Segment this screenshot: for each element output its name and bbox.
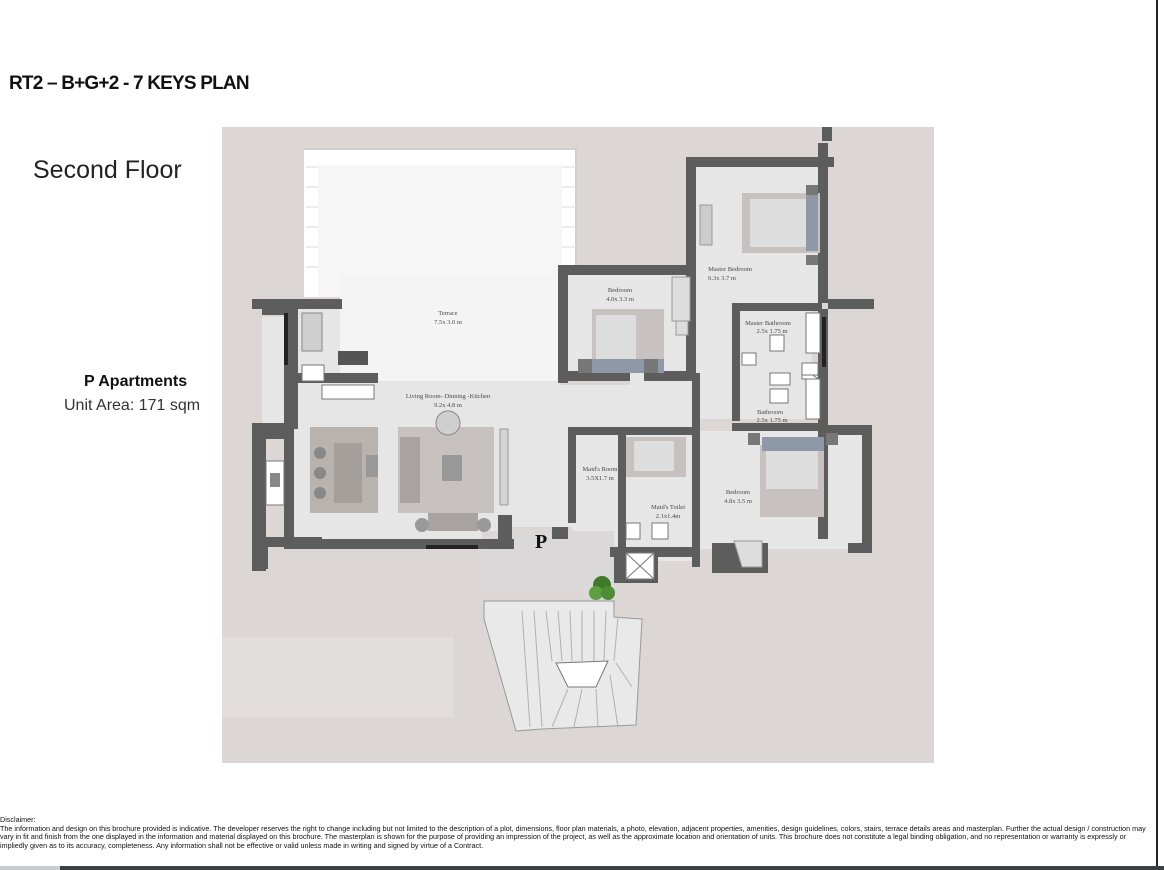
bedroom1-size: 4.0x 3.3 m xyxy=(606,296,634,303)
maids-room-name: Maid's Room xyxy=(583,466,618,473)
terrace-balcony xyxy=(304,148,577,297)
master-bathroom-name: Master Bathroom xyxy=(745,320,791,327)
furniture xyxy=(265,185,838,580)
master-bedroom-name: Master Bedroom xyxy=(708,266,752,273)
page-title: RT2 – B+G+2 - 7 KEYS PLAN xyxy=(9,73,250,94)
bedroom1-name: Bedroom xyxy=(608,287,632,294)
master-bedroom-size: 6.3x 3.7 m xyxy=(708,275,736,282)
maids-toilet-size: 2.1x1.4m xyxy=(656,513,681,520)
window-right-edge xyxy=(1156,0,1158,870)
apartment-area: Unit Area: 171 sqm xyxy=(64,397,201,414)
windows xyxy=(284,313,826,549)
maids-room-size: 3.5X1.7 m xyxy=(586,475,614,482)
master-bathroom-size: 2.5x 1.75 m xyxy=(756,328,787,335)
apartment-name: P Apartments xyxy=(84,373,188,390)
bedroom2-size: 4.8x 3.5 m xyxy=(724,498,752,505)
maids-toilet-name: Maid's Toilet xyxy=(651,504,685,511)
terrace-name: Terrace xyxy=(438,310,458,317)
floor-plan: Terrace 7.5x 3.0 m Bedroom 4.0x 3.3 m Ma… xyxy=(222,127,934,763)
terrace-floor xyxy=(340,275,558,381)
living-size: 9.2x 4.8 m xyxy=(434,402,462,409)
terrace-size: 7.5x 3.0 m xyxy=(434,319,462,326)
taskbar-strip xyxy=(0,866,1164,870)
disclaimer-heading: Disclaimer: xyxy=(0,815,36,824)
living-name: Living Room- Dinning -Kitchen xyxy=(406,393,491,400)
disclaimer-body: The information and design on this broch… xyxy=(0,823,1146,850)
entrance-marker: P xyxy=(535,531,547,553)
bathroom-size: 2.5x 1.75 m xyxy=(756,417,787,424)
floor-label: Second Floor xyxy=(33,156,182,184)
disclaimer: Disclaimer: The information and design o… xyxy=(0,815,1150,850)
bedroom2-name: Bedroom xyxy=(726,489,750,496)
bathroom-name: Bathroom xyxy=(757,409,783,416)
